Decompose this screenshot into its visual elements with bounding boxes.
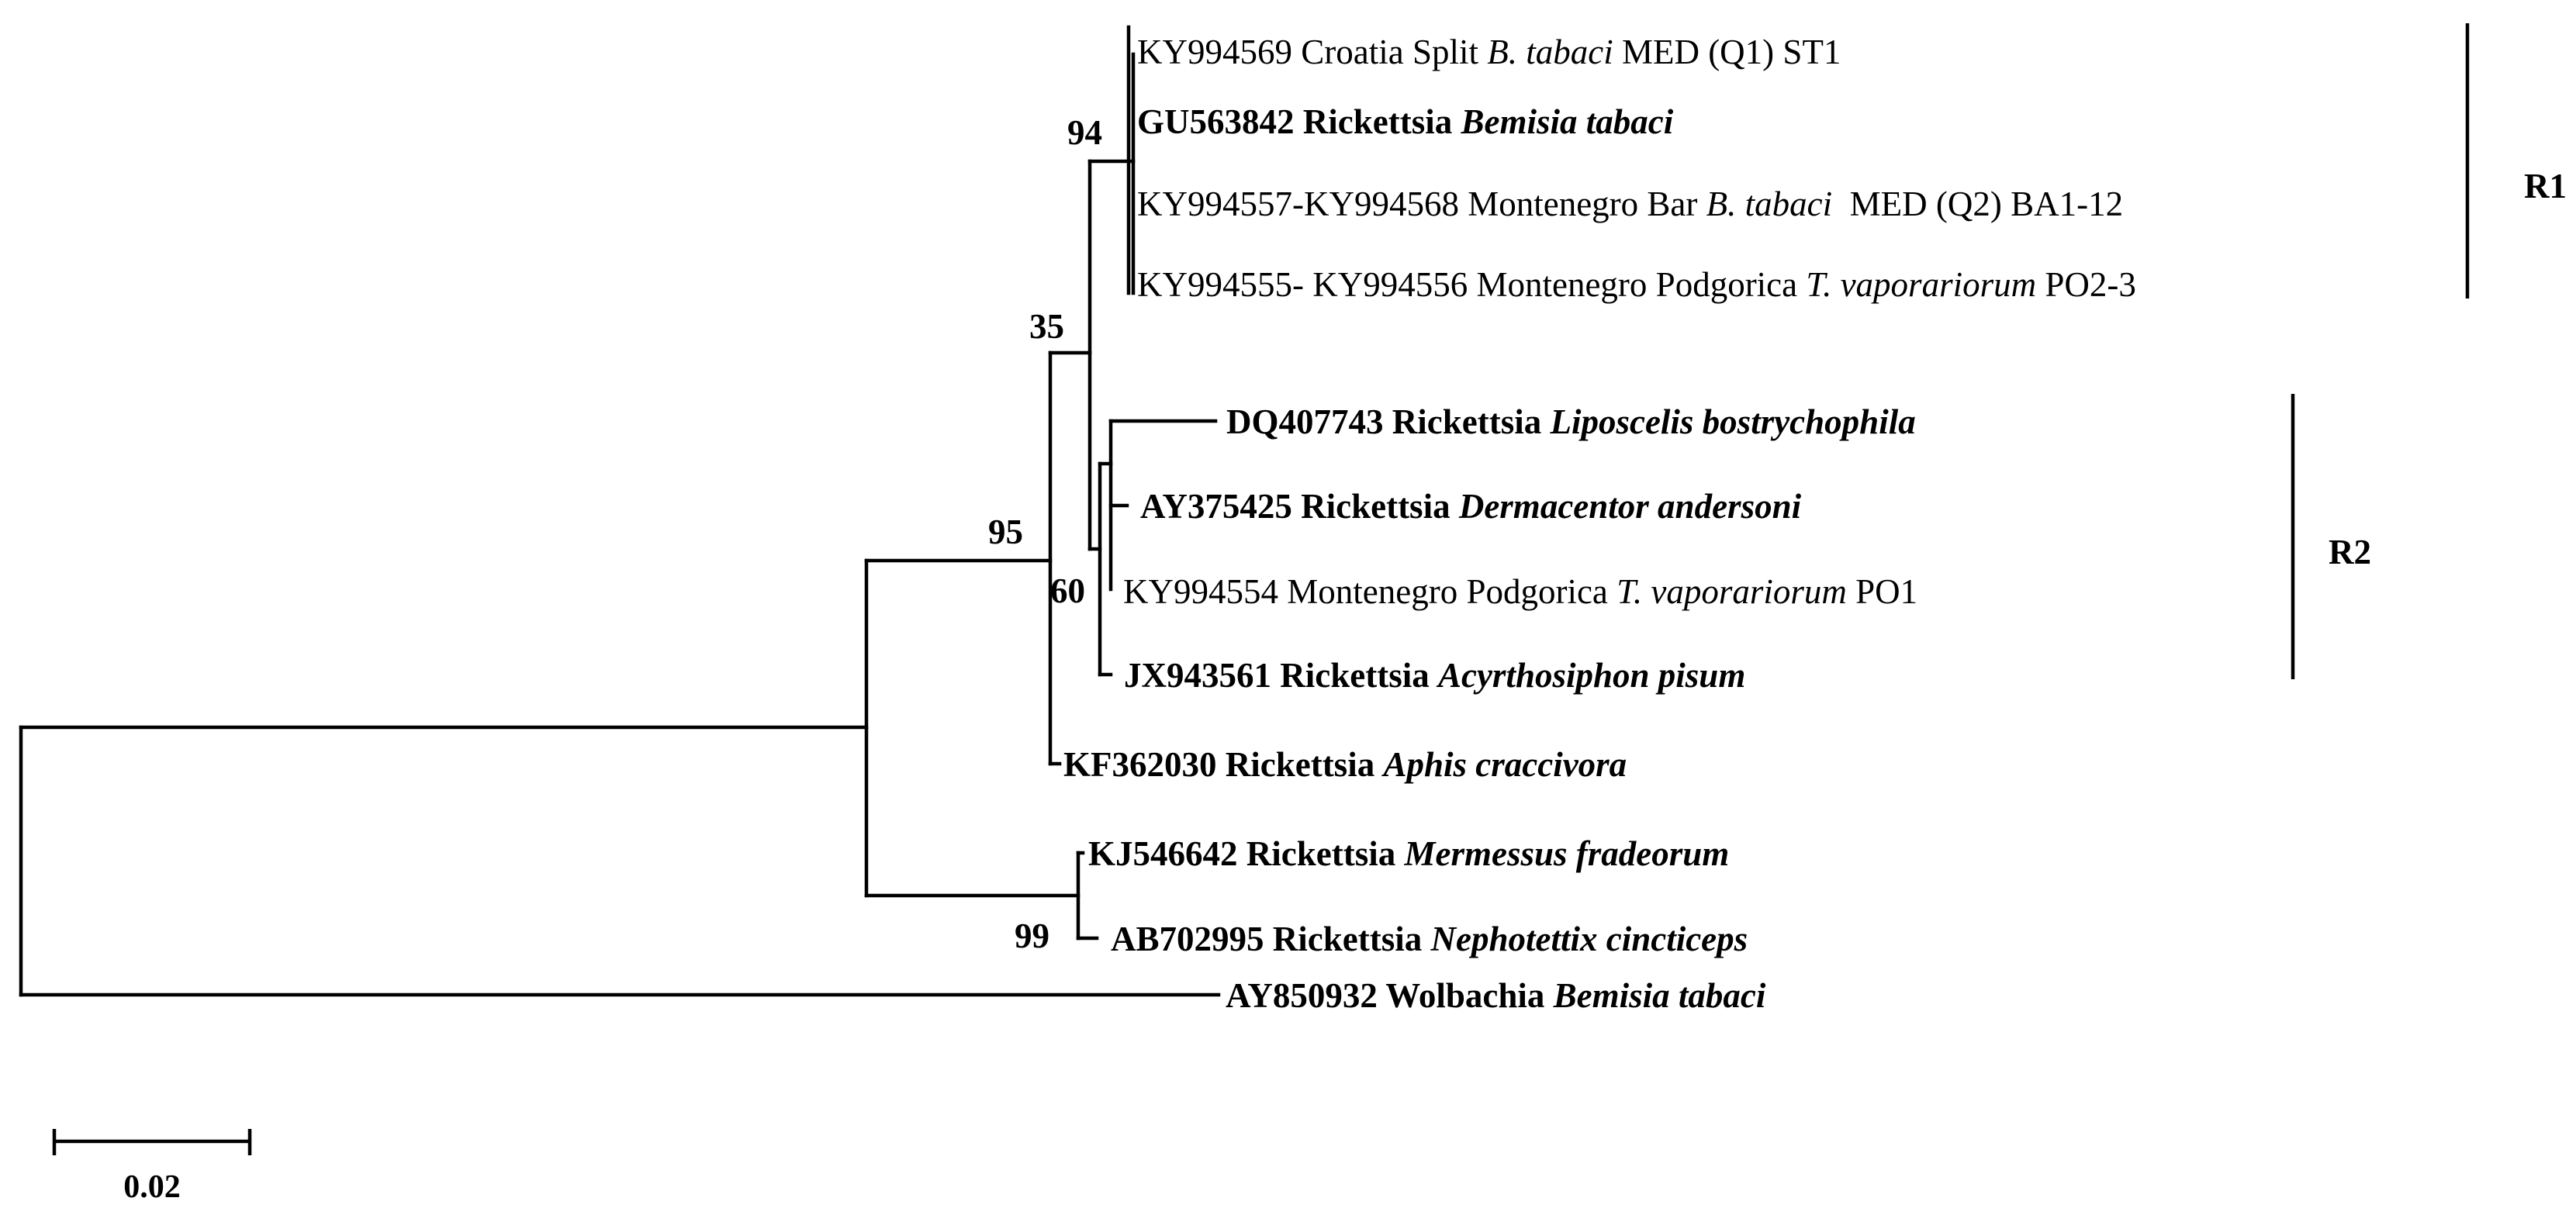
taxon-label: AY375425 Rickettsia Dermacentor anderson…	[1140, 487, 1802, 526]
taxon-accession-text: PO1	[1847, 572, 1917, 611]
taxon-species-name: T. vaporariorum	[1616, 572, 1847, 611]
taxon-accession-text: KY994554 Montenegro Podgorica	[1123, 572, 1616, 611]
taxon-label: GU563842 Rickettsia Bemisia tabaci	[1137, 102, 1674, 141]
taxon-species-name: Bemisia tabaci	[1553, 976, 1766, 1015]
clade-brackets: R1 R2	[2291, 23, 2567, 679]
taxon-accession-text: KY994569 Croatia Split	[1137, 33, 1487, 71]
taxon-label: KY994554 Montenegro Podgorica T. vaporar…	[1123, 572, 1917, 611]
bootstrap-value: 60	[1050, 571, 1085, 610]
bootstrap-value: 95	[988, 513, 1023, 551]
taxon-accession-text: AY375425 Rickettsia	[1140, 487, 1459, 526]
bootstrap-value: 99	[1015, 916, 1049, 955]
taxon-accession-text: AB702995 Rickettsia	[1111, 920, 1430, 958]
bootstrap-value: 35	[1029, 307, 1064, 346]
taxon-label: KJ546642 Rickettsia Mermessus fradeorum	[1088, 834, 1729, 873]
taxon-accession-text: DQ407743 Rickettsia	[1226, 402, 1550, 441]
taxon-accession-text: PO2-3	[2036, 265, 2136, 304]
taxon-accession-text: JX943561 Rickettsia	[1124, 656, 1438, 695]
taxon-label: KY994557-KY994568 Montenegro Bar B. taba…	[1137, 185, 2123, 223]
taxon-label: JX943561 Rickettsia Acyrthosiphon pisum	[1124, 656, 1745, 695]
taxon-accession-text: AY850932 Wolbachia	[1226, 976, 1554, 1015]
taxon-accession-text: MED (Q2) BA1-12	[1832, 185, 2123, 223]
taxon-species-name: T. vaporariorum	[1806, 265, 2036, 304]
bootstrap-values: 94 35 95 60 99	[988, 113, 1102, 955]
taxon-label: AB702995 Rickettsia Nephotettix cinctice…	[1111, 920, 1748, 958]
taxon-species-name: B. tabaci	[1706, 185, 1832, 223]
clade-label-r2: R2	[2329, 533, 2371, 571]
taxon-species-name: Bemisia tabaci	[1460, 102, 1673, 141]
taxon-accession-text: KJ546642 Rickettsia	[1088, 834, 1404, 873]
scale-bar-label: 0.02	[123, 1169, 181, 1205]
taxon-accession-text: KY994557-KY994568 Montenegro Bar	[1137, 185, 1706, 223]
scale-bar: 0.02	[52, 1129, 252, 1205]
taxon-accession-text: KY994555- KY994556 Montenegro Podgorica	[1137, 265, 1806, 304]
bootstrap-value: 94	[1067, 113, 1102, 152]
tree-branches	[19, 25, 1221, 997]
taxon-accession-text: KF362030 Rickettsia	[1063, 745, 1383, 784]
taxon-label: KY994555- KY994556 Montenegro Podgorica …	[1137, 265, 2136, 304]
taxon-labels: KY994569 Croatia Split B. tabaci MED (Q1…	[1063, 33, 2136, 1015]
taxon-label: KF362030 Rickettsia Aphis craccivora	[1063, 745, 1627, 784]
taxon-accession-text: MED (Q1) ST1	[1613, 33, 1841, 71]
taxon-label: DQ407743 Rickettsia Liposcelis bostrycho…	[1226, 402, 1916, 441]
taxon-species-name: Liposcelis bostrychophila	[1549, 402, 1915, 441]
clade-label-r1: R1	[2524, 167, 2567, 205]
taxon-species-name: Acyrthosiphon pisum	[1436, 656, 1745, 695]
taxon-species-name: Aphis craccivora	[1381, 745, 1627, 784]
taxon-species-name: Nephotettix cincticeps	[1430, 920, 1748, 958]
taxon-accession-text: GU563842 Rickettsia	[1137, 102, 1461, 141]
taxon-species-name: Mermessus fradeorum	[1403, 834, 1729, 873]
taxon-label: AY850932 Wolbachia Bemisia tabaci	[1226, 976, 1766, 1015]
taxon-species-name: Dermacentor andersoni	[1458, 487, 1802, 526]
taxon-species-name: B. tabaci	[1487, 33, 1613, 71]
taxon-label: KY994569 Croatia Split B. tabaci MED (Q1…	[1137, 33, 1841, 71]
